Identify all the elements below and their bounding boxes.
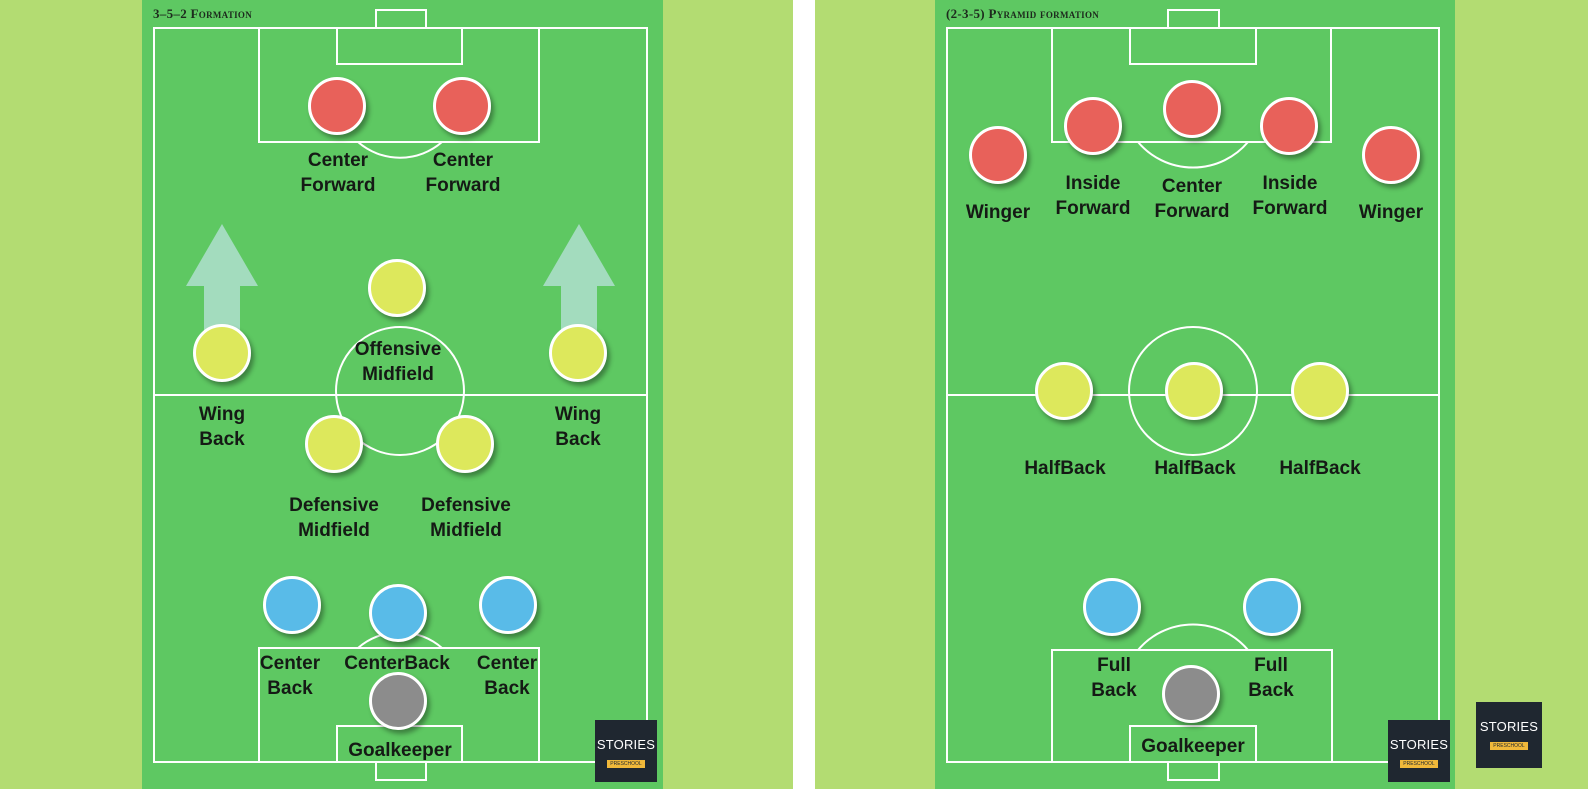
- player-full-back: [1243, 578, 1301, 636]
- label-halfback: HalfBack: [1024, 458, 1106, 479]
- label-winger: Winger: [965, 202, 1031, 223]
- formation-title-pyramid: (2-3-5) Pyramid formation: [946, 6, 1100, 21]
- player-wing-back: [549, 324, 607, 382]
- player-winger: [1362, 126, 1420, 184]
- arrow-up-icon: [186, 224, 258, 344]
- label-goalkeeper: Goalkeeper: [1141, 736, 1245, 757]
- arrow-up-icon: [543, 224, 615, 344]
- player-goalkeeper: [369, 672, 427, 730]
- player-center-forward: [433, 77, 491, 135]
- player-inside-forward: [1260, 97, 1318, 155]
- stories-preschool-logo: STORIES PRESCHOOL: [1476, 702, 1542, 768]
- label-goalkeeper: Goalkeeper: [348, 740, 452, 761]
- player-halfback: [1165, 362, 1223, 420]
- player-full-back: [1083, 578, 1141, 636]
- player-defensive-midfield: [436, 415, 494, 473]
- player-inside-forward: [1064, 97, 1122, 155]
- label-center-back: CenterBack: [344, 653, 450, 674]
- player-halfback: [1035, 362, 1093, 420]
- label-winger: Winger: [1358, 202, 1424, 223]
- label-halfback: HalfBack: [1154, 458, 1236, 479]
- player-center-back: [263, 576, 321, 634]
- label-halfback: HalfBack: [1279, 458, 1361, 479]
- player-halfback: [1291, 362, 1349, 420]
- stories-preschool-logo: STORIES PRESCHOOL: [1388, 720, 1450, 782]
- player-goalkeeper: [1162, 665, 1220, 723]
- player-center-back: [479, 576, 537, 634]
- player-center-forward: [308, 77, 366, 135]
- player-offensive-midfield: [368, 259, 426, 317]
- player-center-forward: [1163, 80, 1221, 138]
- player-defensive-midfield: [305, 415, 363, 473]
- stories-preschool-logo: STORIES PRESCHOOL: [595, 720, 657, 782]
- player-winger: [969, 126, 1027, 184]
- player-wing-back: [193, 324, 251, 382]
- formation-title-3-5-2: 3–5–2 Formation: [153, 6, 253, 21]
- player-center-back: [369, 584, 427, 642]
